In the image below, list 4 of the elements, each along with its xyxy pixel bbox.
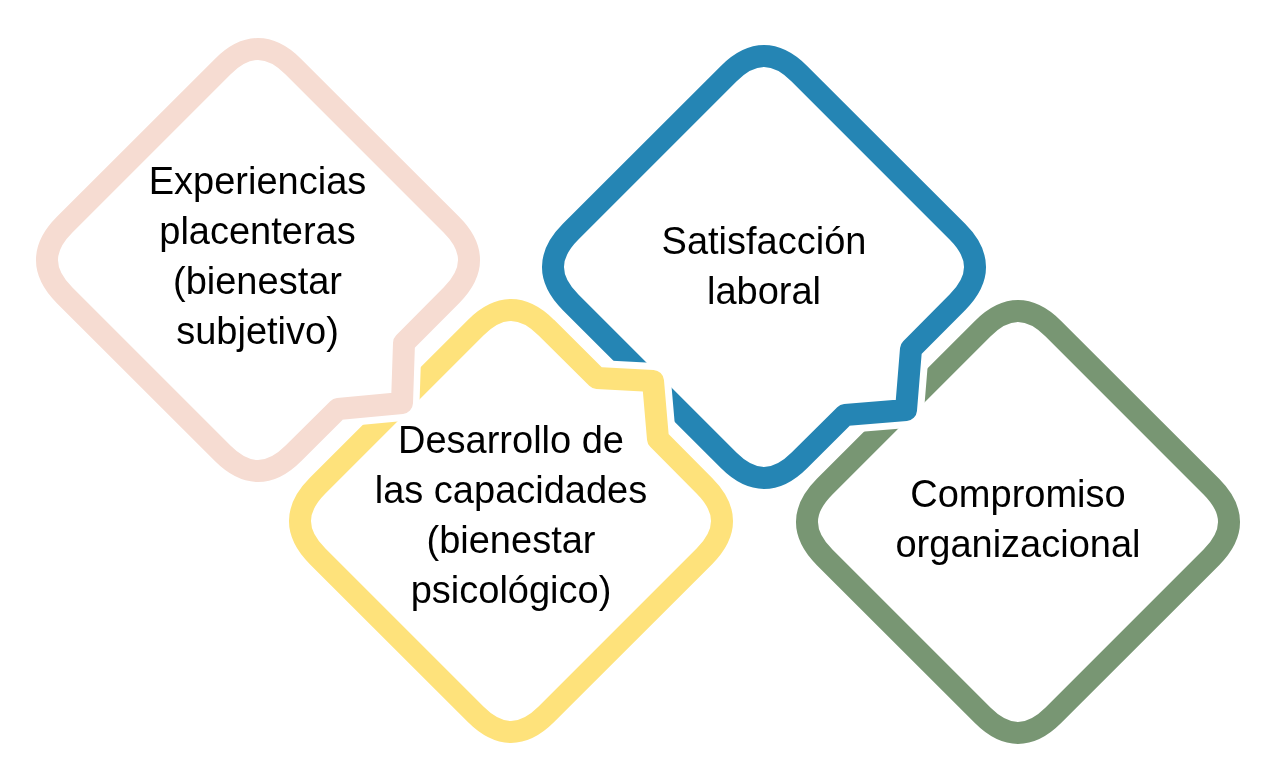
node-label: Satisfacción laboral	[660, 219, 868, 314]
node-label: Compromiso organizacional	[894, 472, 1142, 567]
node-label: Desarrollo de las capacidades (bienestar psicológico)	[373, 418, 649, 613]
node-label: Experiencias placenteras (bienestar subjetivo)	[147, 159, 368, 354]
